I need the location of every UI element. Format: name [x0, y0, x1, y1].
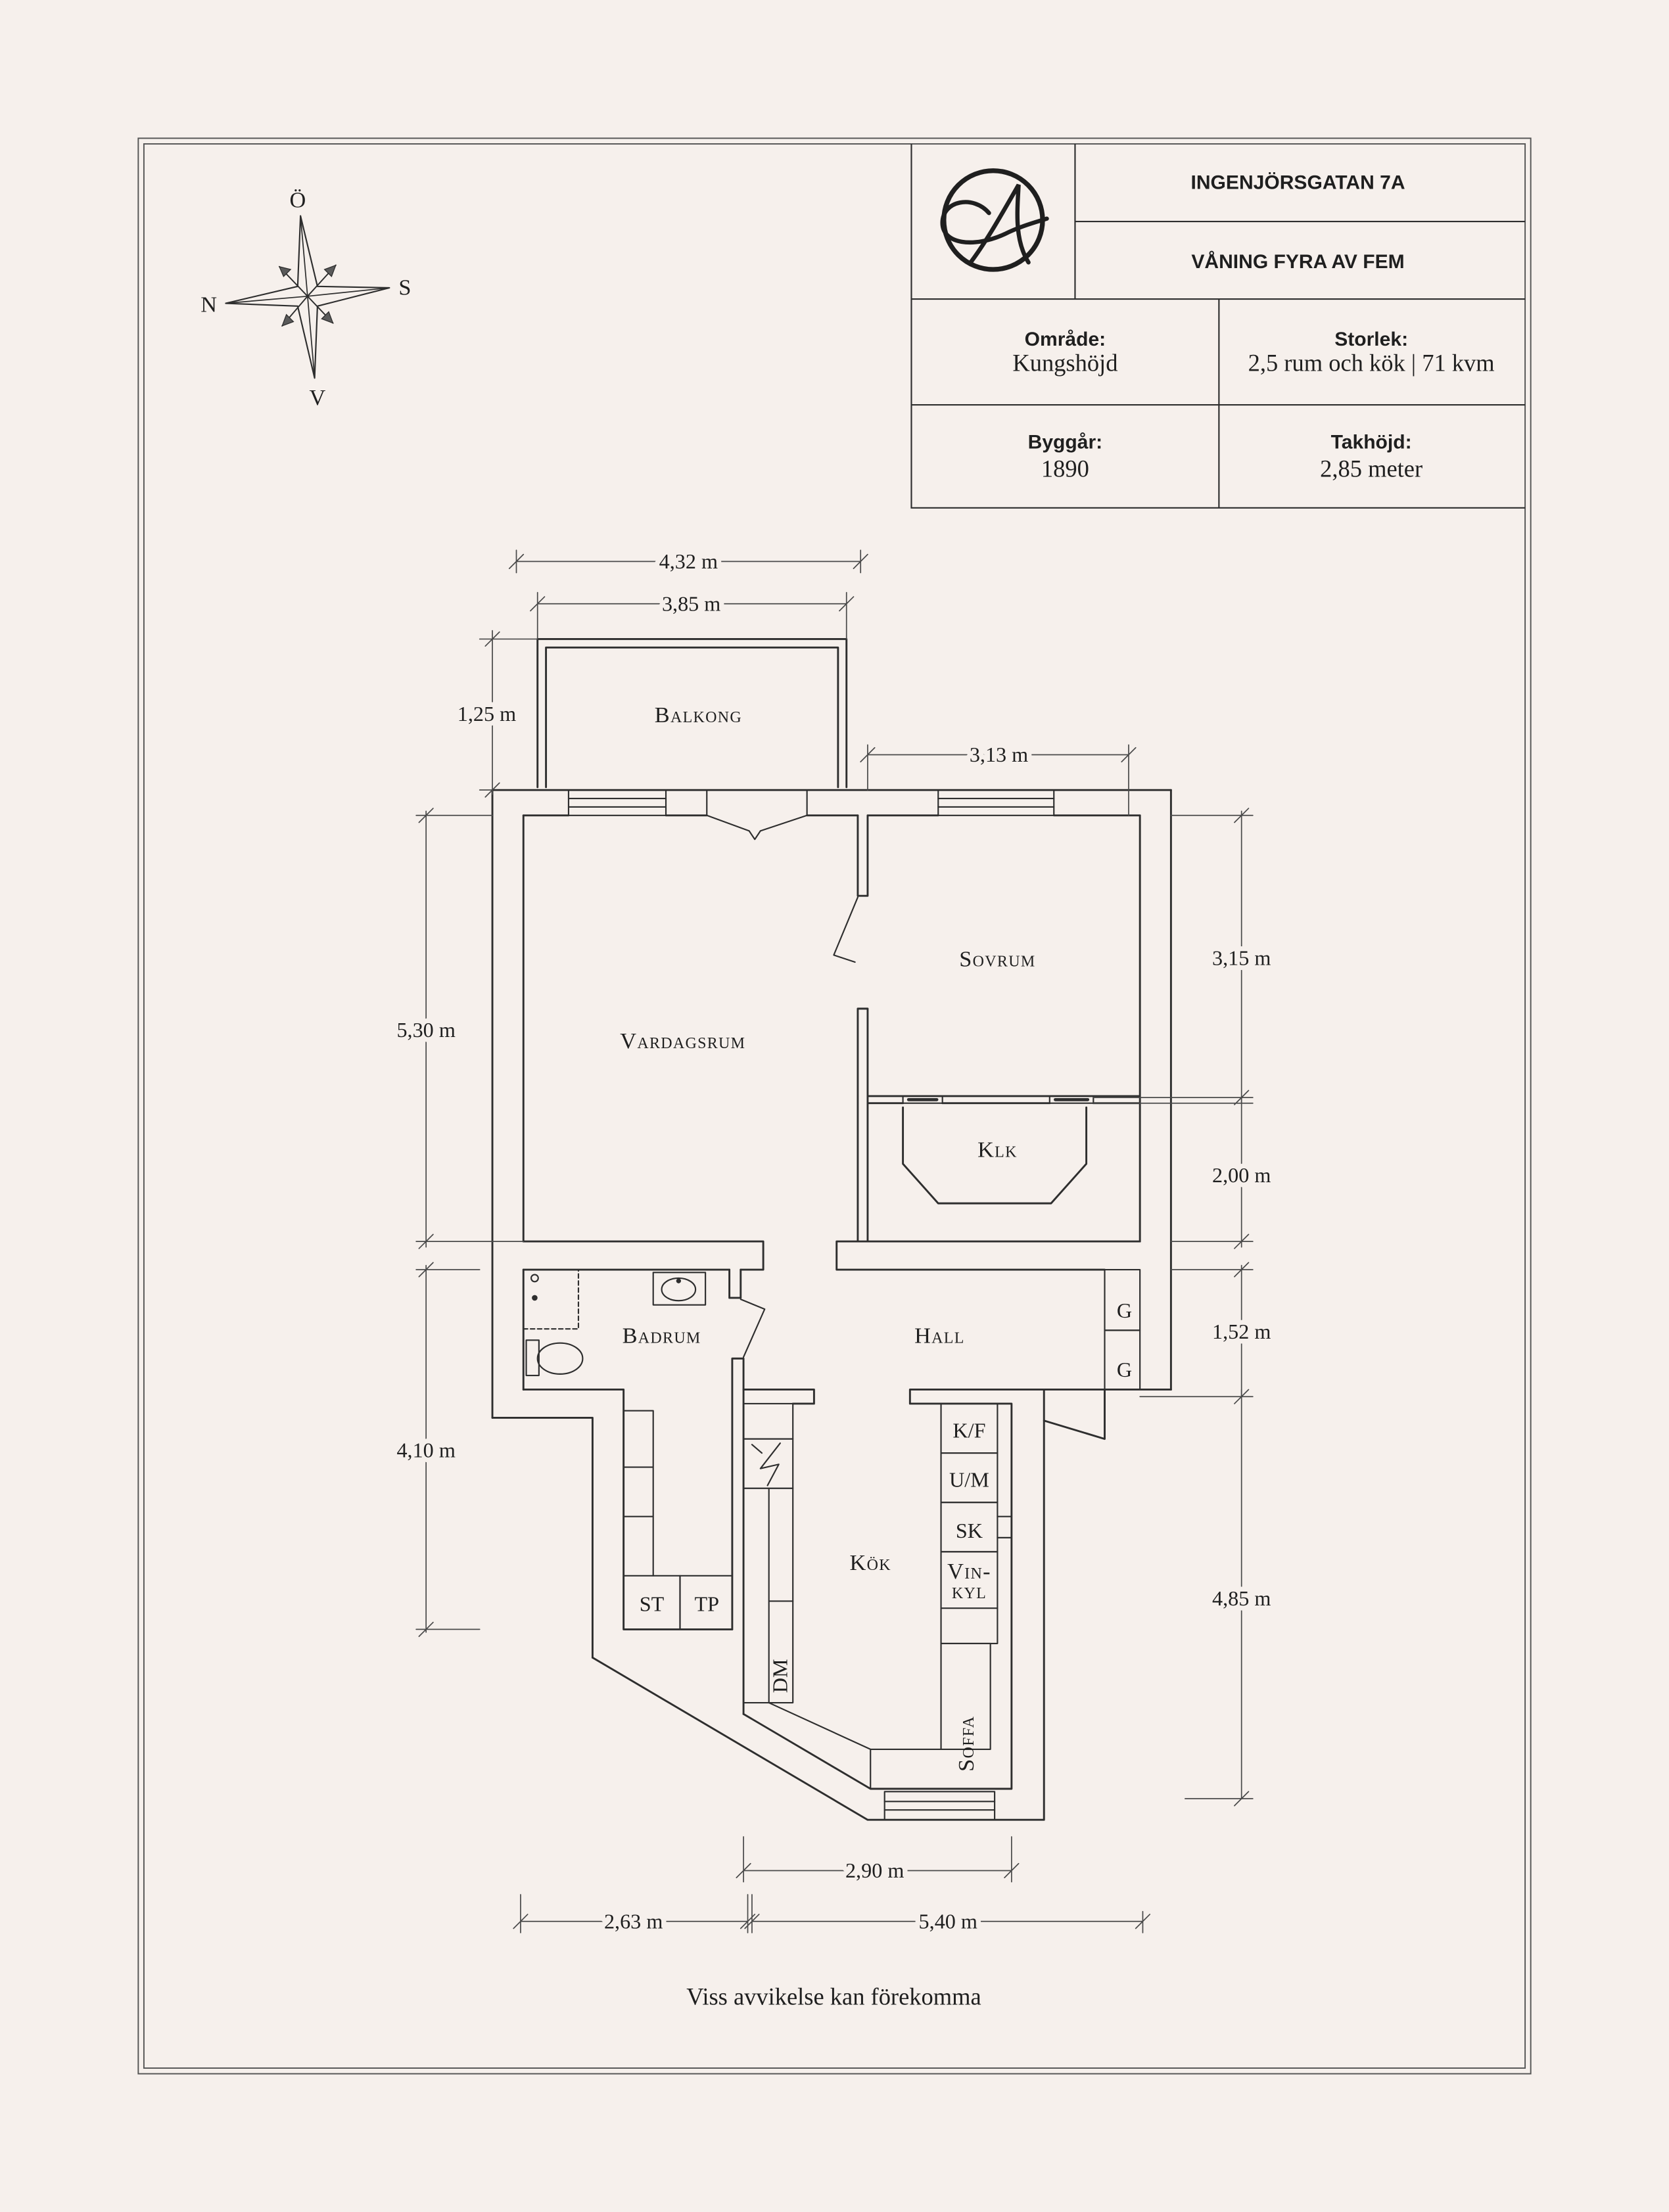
label-sk: SK: [956, 1519, 983, 1542]
dim-balcony-depth: [479, 630, 538, 798]
room-label-balkong: Balkong: [655, 703, 742, 727]
dim-label-balcony-depth: 1,25 m: [458, 702, 516, 726]
room-label-sovrum: Sovrum: [959, 946, 1035, 971]
label-g-upper: G: [1117, 1299, 1132, 1322]
kitchen-top-wall: [742, 1389, 815, 1405]
fixture-labels: G G K/F U/M SK Vin- kyl ST TP DM Soffa: [640, 1299, 1132, 1772]
compass-rose-icon: Ö N S V: [200, 188, 411, 411]
area-value: Kungshöjd: [1012, 350, 1117, 377]
closet-outline: [902, 1106, 1088, 1205]
closet-sliding-door-right: [1048, 1095, 1094, 1104]
area-label: Område:: [1025, 329, 1106, 350]
size-label: Storlek:: [1334, 329, 1408, 350]
bathroom-door: [740, 1299, 766, 1358]
label-um: U/M: [949, 1468, 989, 1492]
floor-level: VÅNING FYRA AV FEM: [1191, 251, 1404, 273]
dim-label-balcony-width: 3,85 m: [662, 592, 720, 616]
title-block: INGENJÖRSGATAN 7A VÅNING FYRA AV FEM Omr…: [910, 143, 1526, 509]
dimension-lines: [415, 549, 1254, 1933]
balcony-door: [706, 789, 808, 841]
dim-kitchen-depth: [1184, 1389, 1254, 1807]
dim-label-bedroom-width: 3,13 m: [970, 743, 1028, 766]
dim-balcony-width: [530, 591, 855, 640]
compass-west-label: V: [310, 385, 326, 410]
dim-label-kitchen-depth: 4,85 m: [1212, 1586, 1271, 1610]
dim-label-closet-depth: 2,00 m: [1212, 1163, 1271, 1187]
bath-shelf: [523, 1268, 580, 1330]
sink-icon: [652, 1272, 707, 1306]
compass-north-label: N: [200, 292, 217, 317]
dim-label-total-width: 5,40 m: [919, 1910, 977, 1933]
logo-icon: [940, 168, 1049, 272]
hall-closets: [1104, 1268, 1141, 1391]
corridor-cabinets: [623, 1410, 733, 1630]
fixtures: [523, 1268, 1141, 1790]
dim-kitchen-width: [736, 1836, 1020, 1883]
window-kitchen: [883, 1791, 996, 1821]
dim-label-kitchen-width: 2,90 m: [845, 1858, 904, 1882]
window-bedroom: [937, 789, 1055, 816]
disclaimer: Viss avvikelse kan förekomma: [686, 1983, 981, 2010]
closet-divider: [866, 1095, 1141, 1105]
dim-balcony-total: [508, 549, 868, 574]
compass-south-label: S: [398, 275, 411, 300]
dim-bath-depth: [415, 1262, 481, 1638]
right-wall: [1139, 789, 1172, 1391]
electrical-panel-icon: [751, 1442, 781, 1486]
bedroom-door: [833, 896, 858, 963]
dim-label-bedroom-depth: 3,15 m: [1212, 946, 1271, 969]
dim-living-depth: [415, 808, 525, 1249]
hall-wall-left: [522, 1240, 764, 1271]
top-wall: [491, 789, 1172, 817]
openings: [567, 789, 1094, 1821]
room-label-vardagsrum: Vardagsrum: [620, 1028, 745, 1053]
label-dm: DM: [768, 1659, 792, 1693]
kitchen-left-counter: [742, 1402, 942, 1790]
year-value: 1890: [1041, 455, 1089, 482]
dim-total-width: [744, 1894, 1151, 1933]
hall-wall-right: [835, 1240, 1141, 1271]
room-label-klk: Klk: [977, 1137, 1018, 1162]
label-st: ST: [640, 1592, 665, 1616]
dim-label-hall-depth: 1,52 m: [1212, 1320, 1271, 1343]
dim-bedroom-width: [860, 744, 1137, 816]
label-g-lower: G: [1117, 1358, 1132, 1381]
dim-closet-depth: [1093, 1090, 1254, 1249]
label-soffa: Soffa: [954, 1716, 979, 1772]
page-frame: [137, 137, 1532, 2075]
kitchen-outer-wall: [591, 1389, 1172, 1821]
toilet-icon: [525, 1339, 584, 1377]
ceiling-value: 2,85 meter: [1320, 455, 1422, 482]
room-label-badrum: Badrum: [623, 1324, 701, 1348]
label-vinkyl-2: kyl: [952, 1578, 987, 1603]
label-kf: K/F: [952, 1418, 985, 1442]
partition-wall: [857, 814, 869, 1243]
room-label-kok: Kök: [850, 1550, 891, 1575]
bathroom-wall: [728, 1268, 745, 1715]
dim-hall-depth: [1139, 1262, 1254, 1404]
closet-sliding-door-left: [902, 1095, 943, 1104]
label-vinkyl-1: Vin-: [947, 1559, 991, 1584]
dimension-labels: 4,32 m 3,85 m 1,25 m 3,13 m 5,30 m 3,15 …: [392, 545, 1276, 1938]
size-value: 2,5 rum och kök | 71 kvm: [1248, 350, 1495, 377]
window-living: [567, 789, 667, 816]
dim-label-bath-width: 2,63 m: [604, 1910, 663, 1933]
year-label: Byggår:: [1028, 432, 1103, 453]
room-labels: Balkong Vardagsrum Sovrum Klk Badrum Hal…: [620, 703, 1035, 1575]
hall-corner-wall: [1043, 1389, 1106, 1440]
dim-label-bath-depth: 4,10 m: [396, 1439, 455, 1462]
dim-bedroom-depth: [1170, 808, 1254, 1104]
kitchen-right-counter: [940, 1402, 1012, 1750]
room-label-hall: Hall: [914, 1324, 965, 1348]
dim-label-living-depth: 5,30 m: [396, 1018, 455, 1042]
compass-east-label: Ö: [289, 188, 306, 213]
dim-label-balcony-total: 4,32 m: [659, 549, 718, 573]
label-tp: TP: [694, 1592, 719, 1616]
address: INGENJÖRSGATAN 7A: [1191, 172, 1405, 194]
ceiling-label: Takhöjd:: [1331, 432, 1412, 453]
dim-bath-width: [513, 1894, 756, 1933]
balcony-railing: [536, 637, 848, 789]
